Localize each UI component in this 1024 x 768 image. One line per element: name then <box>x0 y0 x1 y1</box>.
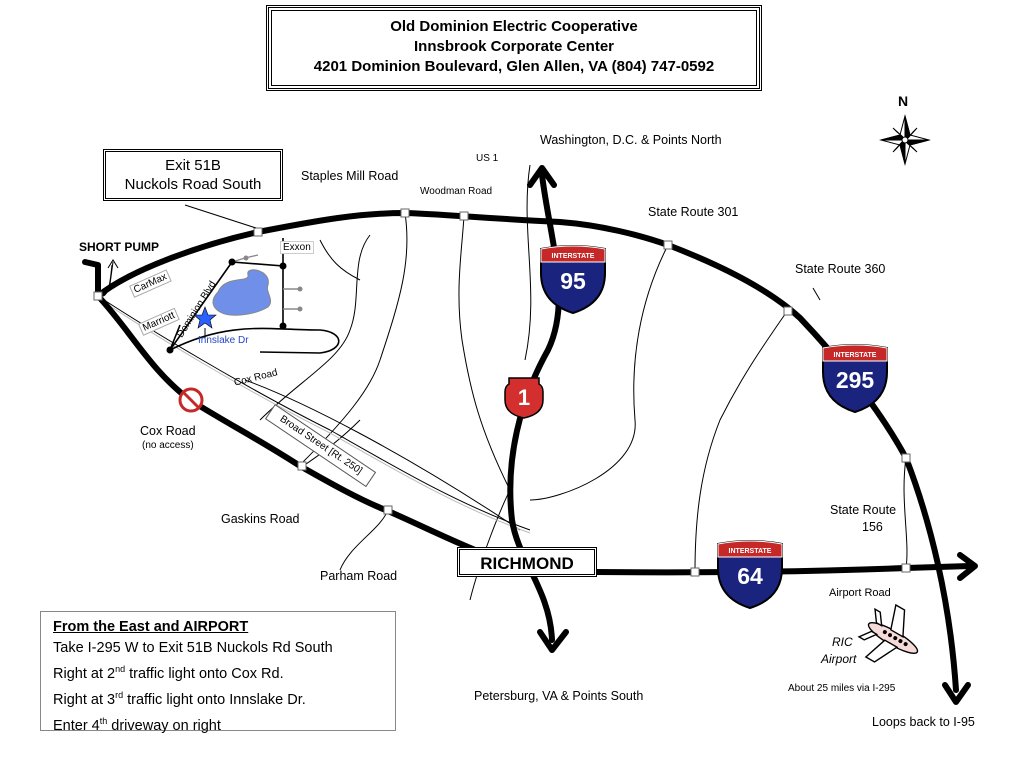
north-label: N <box>898 93 909 109</box>
us1-label: US 1 <box>476 153 499 164</box>
i295-shield: INTERSTATE 295 <box>822 344 888 414</box>
star-icon <box>193 306 217 329</box>
lake <box>212 269 272 316</box>
arrowheads <box>82 165 978 705</box>
loops-back-label: Loops back to I-95 <box>872 715 975 729</box>
directions-line3: Right at 3rd traffic light onto Innslake… <box>53 689 306 708</box>
exit-box: Exit 51B Nuckols Road South <box>103 149 283 201</box>
exxon-label: Exxon <box>280 241 314 254</box>
innslake-label: Innslake Dr <box>198 335 249 346</box>
title-line3: 4201 Dominion Boulevard, Glen Allen, VA … <box>313 58 715 75</box>
exit-line2: Nuckols Road South <box>124 176 262 193</box>
exit-line1: Exit 51B <box>165 157 221 174</box>
petersburg-label: Petersburg, VA & Points South <box>474 689 644 703</box>
sr301-label: State Route 301 <box>648 205 739 219</box>
title-box: Old Dominion Electric Cooperative Innsbr… <box>266 5 762 91</box>
sr156-label-line1: State Route <box>830 503 897 517</box>
no-access-icon <box>178 387 204 413</box>
sr360-label: State Route 360 <box>795 262 886 276</box>
directions-heading: From the East and AIRPORT <box>53 619 249 635</box>
i95-shield: INTERSTATE 95 <box>540 245 606 315</box>
sr156-label-line2: 156 <box>862 520 883 534</box>
airport-label: Airport <box>821 652 857 666</box>
directions-line4: Enter 4th driveway on right <box>53 715 221 734</box>
no-access-label: (no access) <box>142 440 194 451</box>
airplane-icon <box>857 603 919 663</box>
us1-shield-number: 1 <box>518 385 530 410</box>
compass-icon <box>879 114 931 166</box>
i64-shield-top: INTERSTATE <box>729 548 772 555</box>
woodman-label: Woodman Road <box>420 186 493 197</box>
gaskins-label: Gaskins Road <box>221 512 300 526</box>
short-pump-label: SHORT PUMP <box>79 240 160 254</box>
i64-shield: INTERSTATE 64 <box>717 540 783 610</box>
us1-shield: 1 <box>504 377 544 419</box>
ric-label: RIC <box>832 635 853 649</box>
i295-shield-number: 295 <box>836 367 875 393</box>
interchanges <box>93 208 911 577</box>
directions-line2: Right at 2nd traffic light onto Cox Rd. <box>53 664 284 682</box>
i295-shield-top: INTERSTATE <box>834 352 877 359</box>
broad-street <box>97 295 531 534</box>
i95-shield-top: INTERSTATE <box>552 253 595 260</box>
short-pump-arrow <box>107 259 119 285</box>
washington-label: Washington, D.C. & Points North <box>540 133 722 147</box>
directions-box: From the East and AIRPORT Take I-295 W t… <box>40 611 396 733</box>
richmond-label: RICHMOND <box>457 547 597 577</box>
staples-mill-label: Staples Mill Road <box>301 169 399 183</box>
leaders <box>184 204 257 229</box>
i95-shield-number: 95 <box>560 268 586 294</box>
parham-label: Parham Road <box>320 569 398 583</box>
cox-road-label: Cox Road <box>140 424 196 438</box>
airport-road-label: Airport Road <box>829 587 891 599</box>
title-line1: Old Dominion Electric Cooperative <box>390 18 638 35</box>
i64-shield-number: 64 <box>737 563 763 589</box>
directions-line1: Take I-295 W to Exit 51B Nuckols Rd Sout… <box>53 640 333 656</box>
about-25-miles-label: About 25 miles via I-295 <box>788 683 896 694</box>
title-line2: Innsbrook Corporate Center <box>413 38 615 55</box>
